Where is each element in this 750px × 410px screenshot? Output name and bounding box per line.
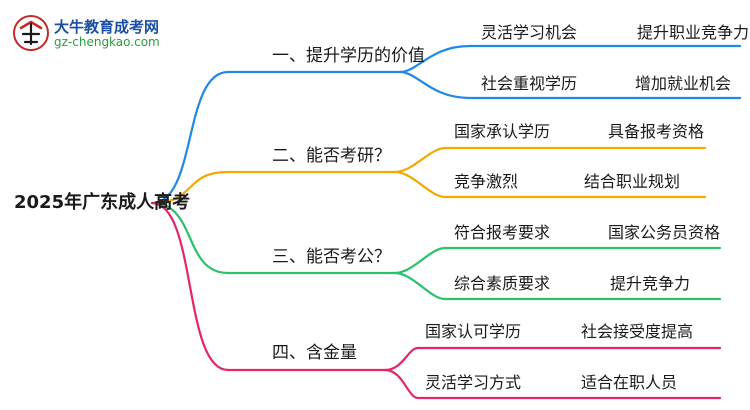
branch-3-item-1-connector <box>393 246 447 275</box>
branch-2-item-2-child: 结合职业规划 <box>584 172 681 191</box>
branch-1-item-2-child: 增加就业机会 <box>635 74 732 93</box>
logo-url: gz-chengkao.com <box>54 35 160 49</box>
branch-1-item-2: 社会重视学历 <box>481 74 578 93</box>
branch-2-label: 二、能否考研？ <box>272 146 391 166</box>
branch-4-item-1: 国家认可学历 <box>425 322 522 341</box>
branch-1-item-1-child: 提升职业竞争力 <box>637 23 750 42</box>
branch-4-item-1-child: 社会接受度提高 <box>581 322 694 341</box>
site-logo: 大牛教育成考网 gz-chengkao.com <box>12 14 212 54</box>
branch-2-item-1: 国家承认学历 <box>454 122 551 141</box>
branch-2-item-1-child: 具备报考资格 <box>608 122 705 141</box>
branch-3-item-2-connector <box>393 271 447 301</box>
branch-4-connector <box>150 201 230 372</box>
branch-3-item-1: 符合报考要求 <box>454 223 551 242</box>
branch-1-item-1-connector <box>398 44 472 74</box>
branch-2-connector <box>150 170 230 205</box>
branch-1-connector <box>150 70 230 205</box>
logo-title: 大牛教育成考网 <box>54 18 160 36</box>
branch-3-item-2-child: 提升竞争力 <box>610 274 691 293</box>
branch-1-item-1: 灵活学习机会 <box>481 23 578 42</box>
root-node: 2025年广东成人高考 <box>14 192 191 213</box>
branch-3-label: 三、能否考公？ <box>272 247 391 267</box>
branch-3-item-2: 综合素质要求 <box>454 274 551 293</box>
branch-4-item-2-connector <box>383 368 420 400</box>
branch-4-item-1-connector <box>383 346 420 372</box>
branch-4-item-2-child: 适合在职人员 <box>581 373 678 392</box>
branch-1-item-2-connector <box>398 70 472 100</box>
branch-4-item-2: 灵活学习方式 <box>425 373 522 392</box>
branch-2-item-1-connector <box>393 146 447 174</box>
branch-3-item-1-child: 国家公务员资格 <box>608 223 721 242</box>
branch-1-label: 一、提升学历的价值 <box>272 46 425 66</box>
branch-2-item-2-connector <box>393 170 447 199</box>
logo-mark-icon <box>13 15 49 51</box>
branch-3-connector <box>150 201 230 275</box>
branch-4-label: 四、含金量 <box>272 343 357 363</box>
branch-2-item-2: 竞争激烈 <box>454 172 519 191</box>
